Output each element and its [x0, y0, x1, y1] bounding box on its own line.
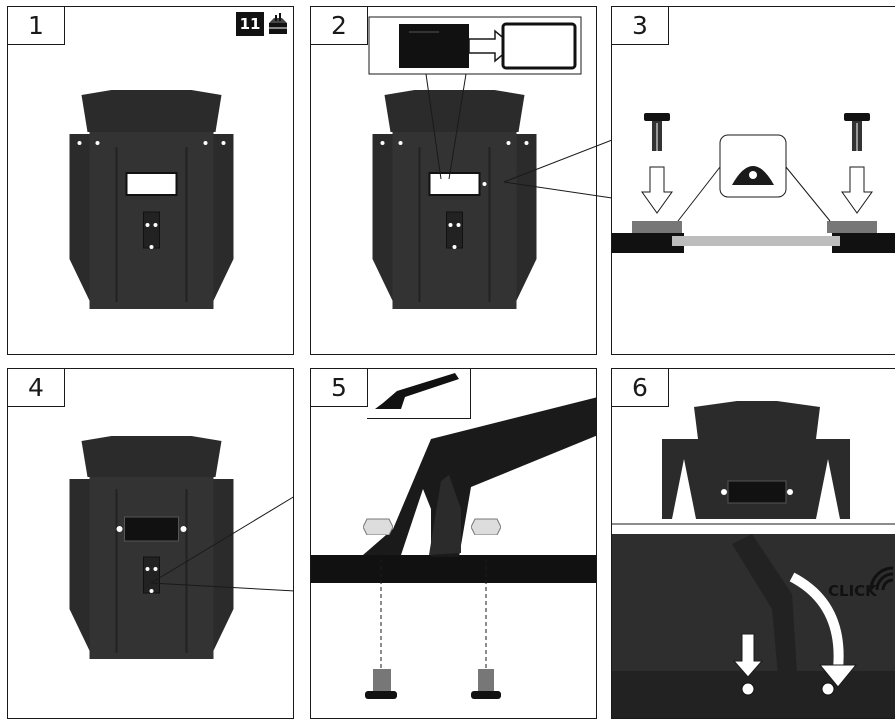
parts-box-icon	[269, 13, 287, 34]
step-number-6: 6	[612, 369, 669, 407]
callout-connector	[503, 140, 613, 199]
step-panel-2: 2	[310, 6, 597, 355]
step-number-2: 2	[311, 7, 368, 45]
shield-top-detail	[612, 401, 895, 718]
step-panel-5: 5	[310, 368, 597, 719]
parts-badge: 11	[236, 12, 264, 36]
step-panel-6: 6 CLICK	[611, 368, 895, 719]
welding-shield	[368, 16, 582, 309]
click-label: CLICK	[828, 582, 877, 600]
handle-mounting-detail	[311, 397, 596, 699]
welding-shield	[69, 90, 234, 309]
bolt-icon	[363, 518, 393, 535]
step-panel-3: 3	[611, 6, 895, 355]
step-number-3: 3	[612, 7, 669, 45]
welding-shield	[69, 436, 293, 659]
step-number-4: 4	[8, 369, 65, 407]
step-number-1: 1	[8, 7, 65, 45]
push-rivet-icon	[644, 113, 670, 151]
handle-icon	[375, 373, 459, 409]
click-sound-icon	[869, 566, 894, 591]
tinted-glass-insert-icon	[399, 24, 469, 68]
push-rivet-icon	[844, 113, 870, 151]
step-panel-4: 4	[7, 368, 294, 719]
glass-mounting-detail	[612, 134, 895, 253]
clear-glass-insert-icon	[501, 22, 577, 70]
step-panel-1: 1 11	[7, 6, 294, 355]
bolt-icon	[471, 518, 501, 535]
step-number-5: 5	[311, 369, 368, 407]
